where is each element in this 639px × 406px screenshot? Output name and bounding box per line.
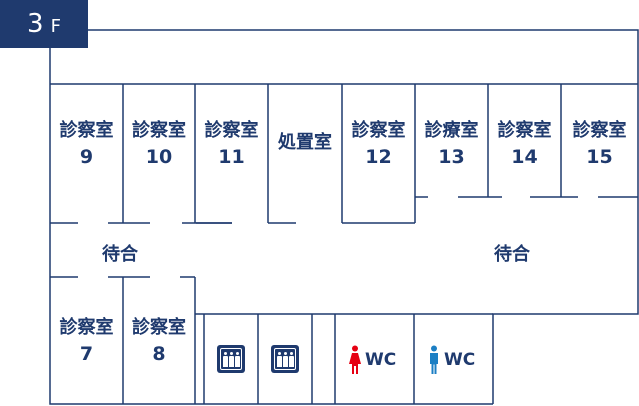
outer-wall-top [88, 29, 639, 404]
room-name: 診察室 [132, 120, 186, 141]
room-name: 診療室 [424, 120, 479, 141]
floor-suffix: F [50, 15, 61, 37]
room-9[interactable]: 診察室 9 [50, 118, 123, 170]
room-11[interactable]: 診察室 11 [195, 118, 268, 170]
womens-restroom[interactable]: WC [348, 345, 396, 375]
room-7[interactable]: 診察室 7 [50, 315, 123, 367]
mens-restroom[interactable]: WC [427, 345, 475, 375]
floor-badge: 3 F [0, 0, 88, 48]
womens-restroom-label: WC [365, 350, 397, 370]
room-name: 診察室 [59, 317, 114, 338]
room-15[interactable]: 診察室 15 [561, 118, 638, 170]
room-number: 7 [79, 343, 94, 365]
room-number: 13 [438, 146, 465, 168]
room-name: 診察室 [204, 120, 259, 141]
room-name: 処置室 [278, 132, 332, 153]
female-restroom-icon [349, 345, 361, 374]
room-13[interactable]: 診療室 13 [415, 118, 488, 170]
room-number: 11 [218, 146, 245, 168]
room-name: 診察室 [59, 120, 114, 141]
treatment-room[interactable]: 処置室 [268, 130, 342, 156]
floor-number: 3 [27, 9, 47, 39]
room-name: 診察室 [497, 120, 552, 141]
elevator-icon [217, 345, 245, 373]
room-8[interactable]: 診察室 8 [123, 315, 195, 367]
male-restroom-icon [430, 345, 438, 374]
room-10[interactable]: 診察室 10 [123, 118, 195, 170]
waiting-area-right: 待合 [494, 244, 530, 265]
room-number: 8 [152, 343, 166, 365]
room-number: 12 [365, 146, 392, 168]
room-12[interactable]: 診察室 12 [342, 118, 415, 170]
room-name: 診察室 [132, 317, 186, 338]
room-number: 15 [586, 146, 613, 168]
room-name: 診察室 [572, 120, 627, 141]
waiting-area-left: 待合 [102, 244, 138, 265]
room-number: 14 [511, 146, 538, 168]
room-14[interactable]: 診察室 14 [488, 118, 561, 170]
outer-wall-left [49, 48, 493, 405]
room-number: 10 [145, 146, 173, 168]
room-name: 診察室 [351, 120, 406, 141]
room-number: 9 [79, 146, 94, 168]
mens-restroom-label: WC [444, 350, 476, 370]
elevator-icon [271, 345, 299, 373]
